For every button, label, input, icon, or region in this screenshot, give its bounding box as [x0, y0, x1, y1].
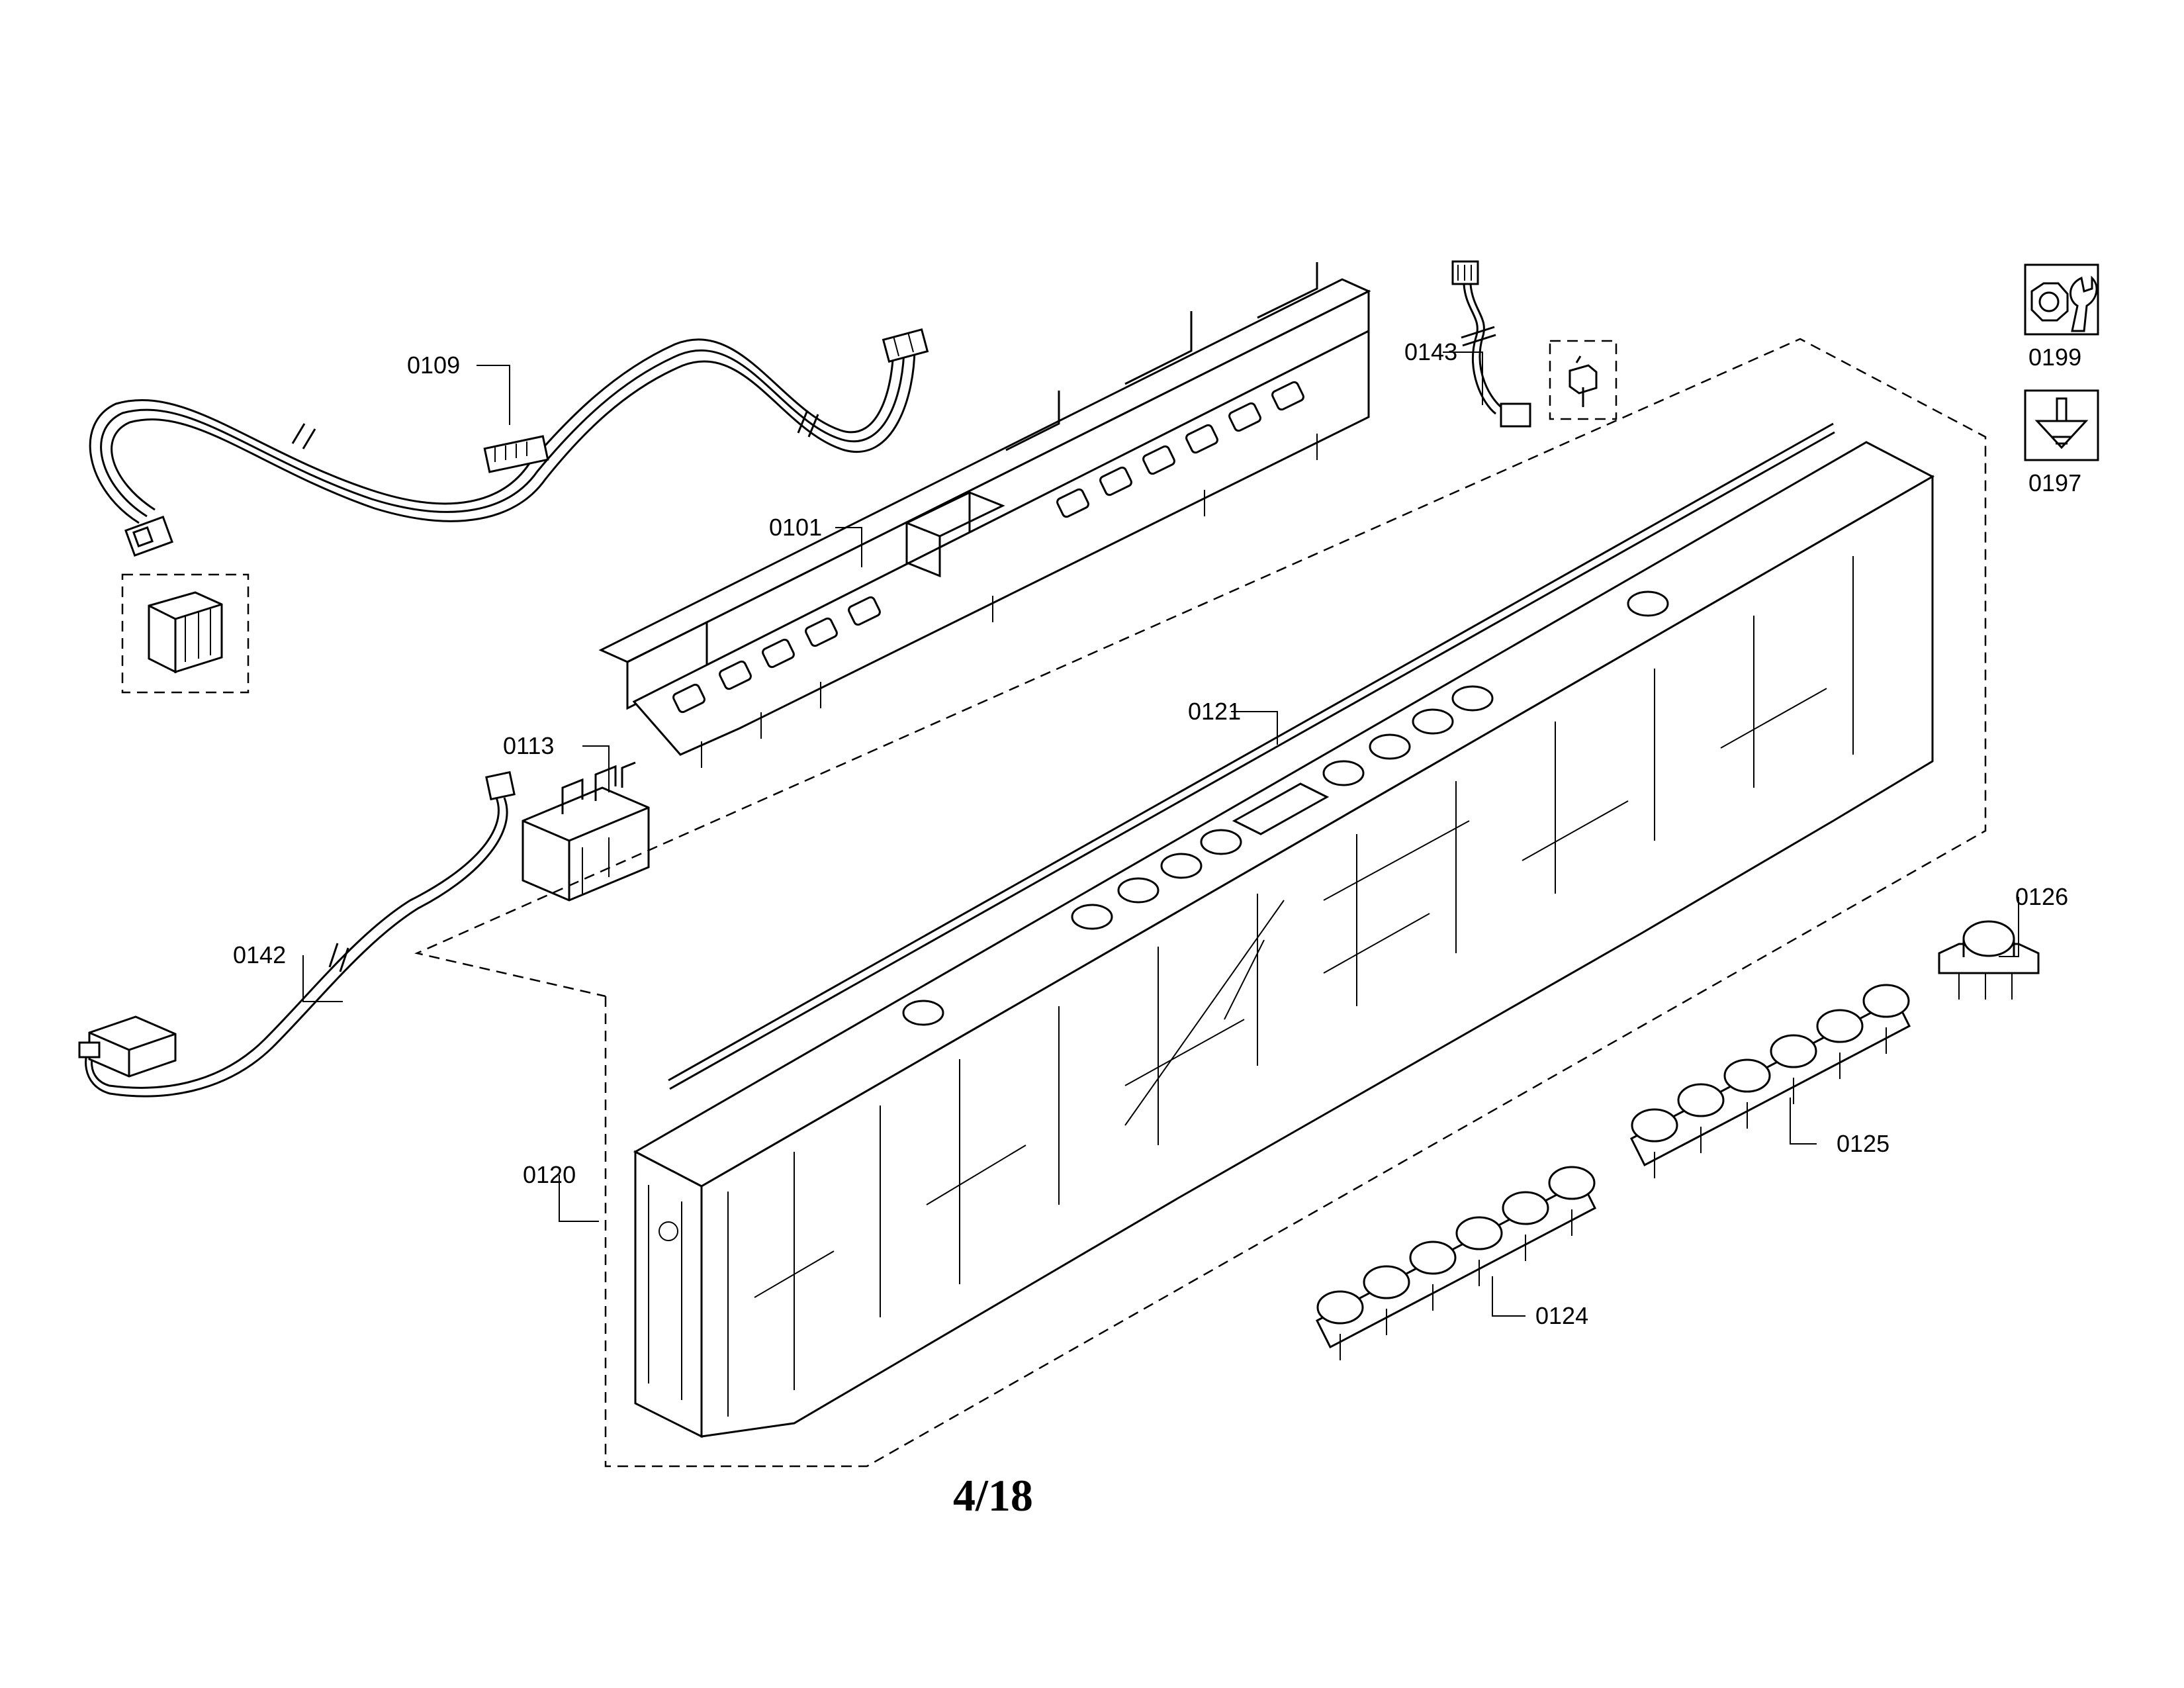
frame-outline-0120 [414, 338, 1987, 1468]
detail-box-connector [121, 573, 250, 694]
wire-0143 [1451, 260, 1617, 428]
screw-icon [2024, 389, 2099, 461]
wrench-nut-icon [2024, 263, 2099, 336]
bracket-0113 [522, 761, 650, 902]
label-0124: 0124 [1535, 1302, 1589, 1329]
label-0143: 0143 [1404, 338, 1458, 365]
label-0113: 0113 [503, 732, 555, 759]
label-0125: 0125 [1837, 1130, 1890, 1157]
label-0126: 0126 [2015, 883, 2069, 910]
button-0126 [1938, 920, 2040, 1000]
label-0142: 0142 [233, 941, 287, 968]
panel-buttons [672, 381, 1304, 714]
control-panel-0101 [598, 262, 1371, 768]
wire-harness-0109 [89, 328, 929, 557]
label-0197: 0197 [2028, 469, 2082, 496]
wire-0142 [78, 771, 516, 1098]
leader-lines [302, 352, 2019, 1317]
label-0121: 0121 [1188, 698, 1242, 725]
frame-0121 [633, 422, 1935, 1438]
label-0199: 0199 [2028, 344, 2082, 371]
label-0101: 0101 [769, 514, 823, 541]
page-number: 4/18 [953, 1470, 1033, 1521]
label-0120: 0120 [523, 1161, 576, 1188]
button-row-0125 [1630, 984, 1911, 1178]
button-row-0124 [1316, 1166, 1596, 1360]
frame-openings [902, 590, 1669, 1026]
label-0109: 0109 [407, 352, 461, 379]
